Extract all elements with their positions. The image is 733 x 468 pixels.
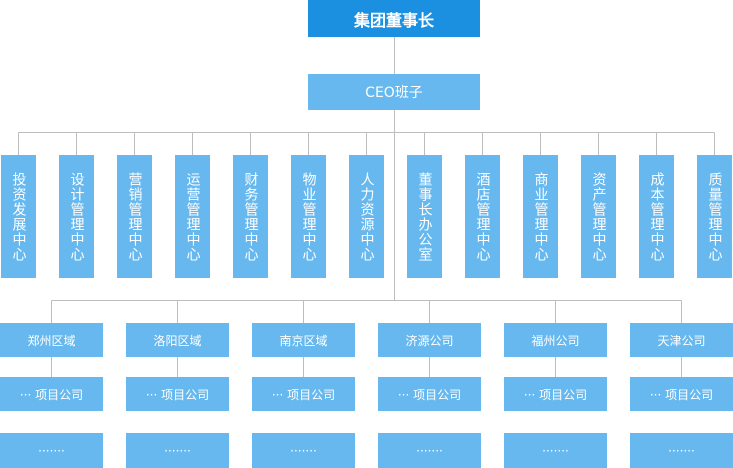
more-box: ······· — [630, 433, 733, 468]
department-box: 董事长办公室 — [407, 155, 442, 278]
department-box: 投资发展中心 — [1, 155, 36, 278]
more-box: ······· — [126, 433, 229, 468]
region-box: 郑州区域 — [0, 323, 103, 357]
department-box: 酒店管理中心 — [465, 155, 500, 278]
more-box: ······· — [252, 433, 355, 468]
project-company-box: ··· 项目公司 — [630, 377, 733, 411]
region-box: 福州公司 — [504, 323, 607, 357]
region-box: 南京区域 — [252, 323, 355, 357]
ceo-team-box: CEO班子 — [308, 74, 480, 110]
region-box: 济源公司 — [378, 323, 481, 357]
project-company-box: ··· 项目公司 — [378, 377, 481, 411]
more-box: ······· — [504, 433, 607, 468]
region-box: 洛阳区域 — [126, 323, 229, 357]
department-box: 运营管理中心 — [175, 155, 210, 278]
project-company-box: ··· 项目公司 — [0, 377, 103, 411]
department-box: 人力资源中心 — [349, 155, 384, 278]
department-box: 财务管理中心 — [233, 155, 268, 278]
more-box: ······· — [378, 433, 481, 468]
department-box: 设计管理中心 — [59, 155, 94, 278]
more-box: ······· — [0, 433, 103, 468]
project-company-box: ··· 项目公司 — [126, 377, 229, 411]
project-company-box: ··· 项目公司 — [504, 377, 607, 411]
department-box: 营销管理中心 — [117, 155, 152, 278]
department-box: 成本管理中心 — [639, 155, 674, 278]
project-company-box: ··· 项目公司 — [252, 377, 355, 411]
department-box: 资产管理中心 — [581, 155, 616, 278]
chairman-box: 集团董事长 — [308, 0, 480, 37]
department-box: 质量管理中心 — [697, 155, 732, 278]
region-box: 天津公司 — [630, 323, 733, 357]
department-box: 商业管理中心 — [523, 155, 558, 278]
department-box: 物业管理中心 — [291, 155, 326, 278]
